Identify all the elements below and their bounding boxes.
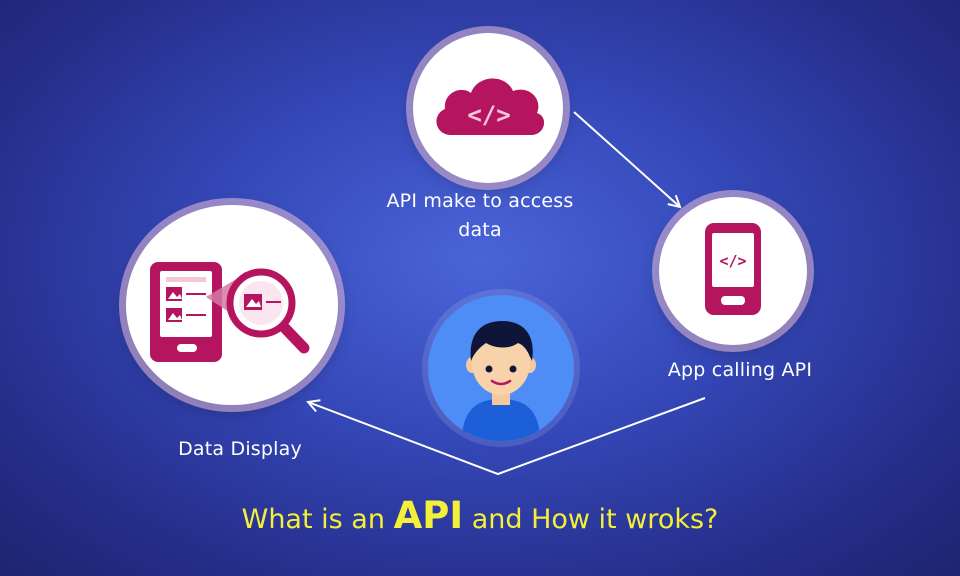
title-prefix: What is an bbox=[241, 504, 385, 535]
cloud-node: </> bbox=[413, 33, 563, 183]
title-suffix: and How it wroks? bbox=[471, 504, 719, 535]
page-title: What is an API and How it wroks? bbox=[180, 494, 780, 537]
cloud-code-icon: </> bbox=[436, 78, 545, 135]
cloud-node-label: API make to access data bbox=[360, 187, 600, 245]
cloud-label-line1: API make to access bbox=[386, 190, 574, 212]
cloud-code-glyph: </> bbox=[467, 101, 510, 129]
arrow-cloud-to-phone bbox=[573, 111, 680, 207]
title-highlight: API bbox=[393, 494, 464, 537]
phone-magnifier-icon bbox=[150, 262, 310, 362]
user-avatar-icon bbox=[462, 321, 540, 441]
phone-node: </> bbox=[659, 197, 807, 345]
phone-node-label: App calling API bbox=[667, 359, 813, 381]
display-node-label: Data Display bbox=[178, 438, 302, 460]
display-node bbox=[126, 205, 338, 405]
arrow-phone-to-display bbox=[308, 397, 706, 476]
user-node bbox=[428, 295, 574, 441]
cloud-label-line2: data bbox=[458, 219, 502, 241]
mobile-code-icon: </> bbox=[705, 223, 761, 315]
phone-code-glyph: </> bbox=[719, 252, 746, 270]
